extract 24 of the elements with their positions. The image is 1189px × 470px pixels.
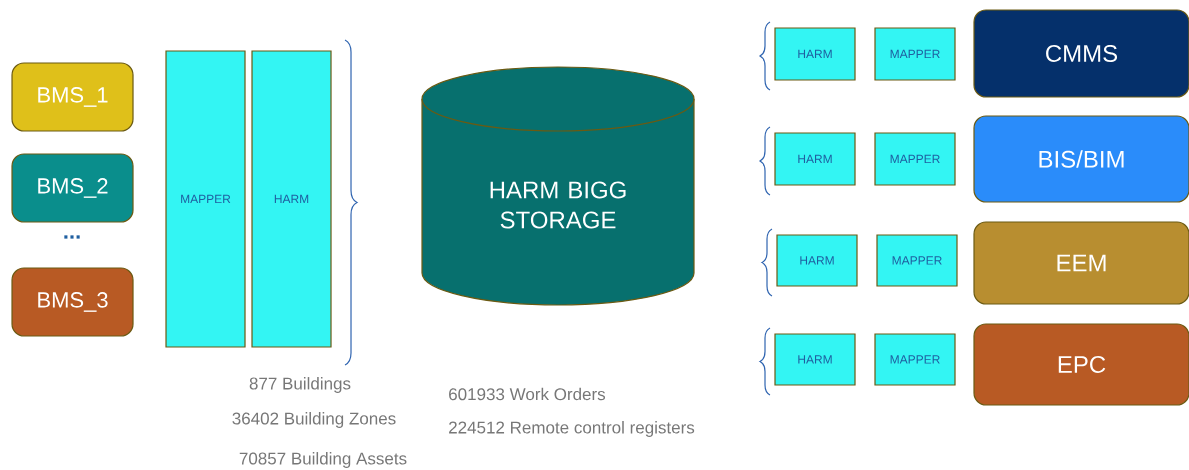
module-box: HARM	[774, 333, 856, 386]
module-box: MAPPER	[165, 50, 246, 348]
system-box: EEM	[973, 221, 1189, 305]
system-box: CMMS	[973, 9, 1189, 98]
module-box: MAPPER	[876, 234, 958, 287]
ellipsis: ...	[64, 235, 80, 239]
system-box: BMS_1	[11, 62, 134, 132]
system-box: EPC	[973, 323, 1189, 406]
module-box: MAPPER	[874, 27, 956, 81]
count-note: 224512 Remote control registers	[449, 421, 695, 437]
system-box: BIS/BIM	[973, 115, 1189, 203]
module-box: HARM	[774, 132, 856, 186]
system-box: BMS_2	[11, 153, 134, 223]
system-box: BMS_3	[11, 267, 134, 337]
module-box: HARM	[774, 27, 856, 81]
module-box: MAPPER	[874, 132, 956, 186]
count-note: 601933 Work Orders	[449, 387, 606, 401]
module-box: MAPPER	[874, 333, 956, 386]
count-note: 70857 Building Assets	[239, 452, 407, 468]
module-box: HARM	[251, 50, 332, 348]
count-note: 877 Buildings	[249, 377, 351, 393]
storage-cylinder: HARM BIGG STORAGE	[421, 66, 695, 306]
count-note: 36402 Building Zones	[232, 412, 396, 428]
module-box: HARM	[776, 234, 858, 287]
